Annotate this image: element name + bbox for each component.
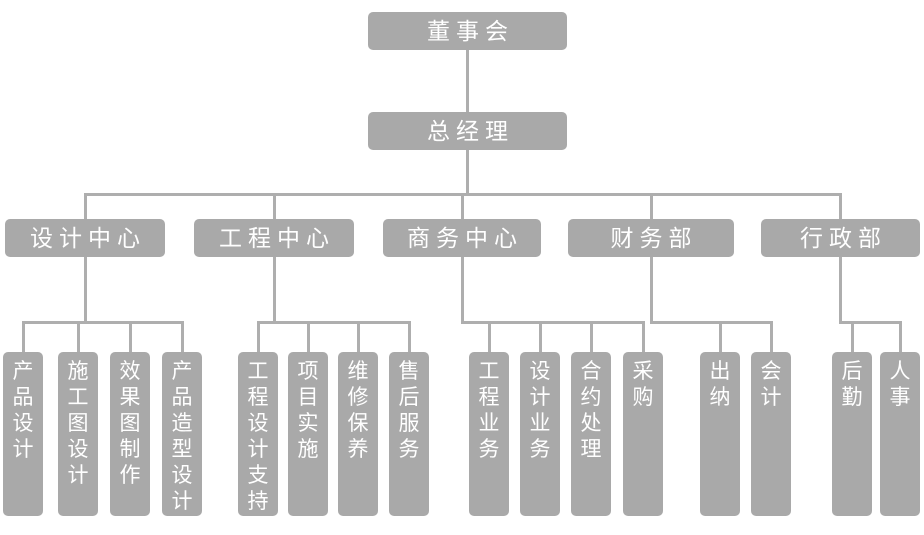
connector-board-gm — [466, 50, 469, 112]
node-general-manager: 总经理 — [368, 112, 567, 150]
connector-drop-leaf — [769, 321, 773, 352]
connector-drop-leaf — [641, 321, 645, 352]
node-finance-dept: 财务部 — [568, 219, 734, 257]
connector-drop-leaf — [306, 321, 310, 352]
connector-drop-leaf — [21, 321, 25, 352]
connector-drop-leaf — [180, 321, 184, 352]
connector-drop-dept — [272, 193, 276, 219]
connector-group-bar — [256, 321, 411, 324]
connector-drop-leaf — [850, 321, 854, 352]
node-rendering-production: 效果图制作 — [110, 352, 150, 516]
connector-group-bar — [839, 321, 902, 324]
node-board: 董事会 — [368, 12, 567, 50]
node-human-resources: 人事 — [880, 352, 920, 516]
node-design-center: 设计中心 — [5, 219, 165, 257]
node-contract-processing: 合约处理 — [571, 352, 611, 516]
node-maintenance: 维修保养 — [338, 352, 378, 516]
connector-stub-dept — [649, 257, 653, 324]
node-construction-drawing-design: 施工图设计 — [58, 352, 98, 516]
node-logistics: 后勤 — [832, 352, 872, 516]
node-design-business: 设计业务 — [520, 352, 560, 516]
connector-drop-leaf — [256, 321, 260, 352]
connector-group-bar — [21, 321, 184, 324]
connector-drop-leaf — [128, 321, 132, 352]
node-product-design: 产品设计 — [3, 352, 43, 516]
node-engineering-center: 工程中心 — [194, 219, 354, 257]
node-admin-dept: 行政部 — [761, 219, 920, 257]
connector-drop-dept — [649, 193, 653, 219]
connector-drop-leaf — [898, 321, 902, 352]
connector-drop-dept — [460, 193, 464, 219]
node-product-styling-design: 产品造型设计 — [162, 352, 202, 516]
connector-drop-leaf — [487, 321, 491, 352]
connector-drop-leaf — [407, 321, 411, 352]
node-procurement: 采购 — [623, 352, 663, 516]
node-after-sales-service: 售后服务 — [389, 352, 429, 516]
connector-drop-dept — [839, 193, 842, 219]
node-cashier: 出纳 — [700, 352, 740, 516]
connector-drop-leaf — [76, 321, 80, 352]
connector-stub-dept — [83, 257, 87, 324]
connector-group-bar — [460, 321, 645, 324]
connector-stub-dept — [460, 257, 464, 324]
node-engineering-business: 工程业务 — [469, 352, 509, 516]
connector-drop-leaf — [589, 321, 593, 352]
node-engineering-design-support: 工程设计支持 — [238, 352, 278, 516]
connector-stub-dept — [272, 257, 276, 324]
connector-drop-dept — [83, 193, 87, 219]
connector-gm-bar — [466, 150, 469, 193]
node-project-implementation: 项目实施 — [288, 352, 328, 516]
connector-drop-leaf — [718, 321, 722, 352]
node-business-center: 商务中心 — [383, 219, 541, 257]
connector-stub-dept — [839, 257, 842, 324]
connector-drop-leaf — [538, 321, 542, 352]
connector-group-bar — [649, 321, 773, 324]
node-accounting: 会计 — [751, 352, 791, 516]
connector-drop-leaf — [356, 321, 360, 352]
